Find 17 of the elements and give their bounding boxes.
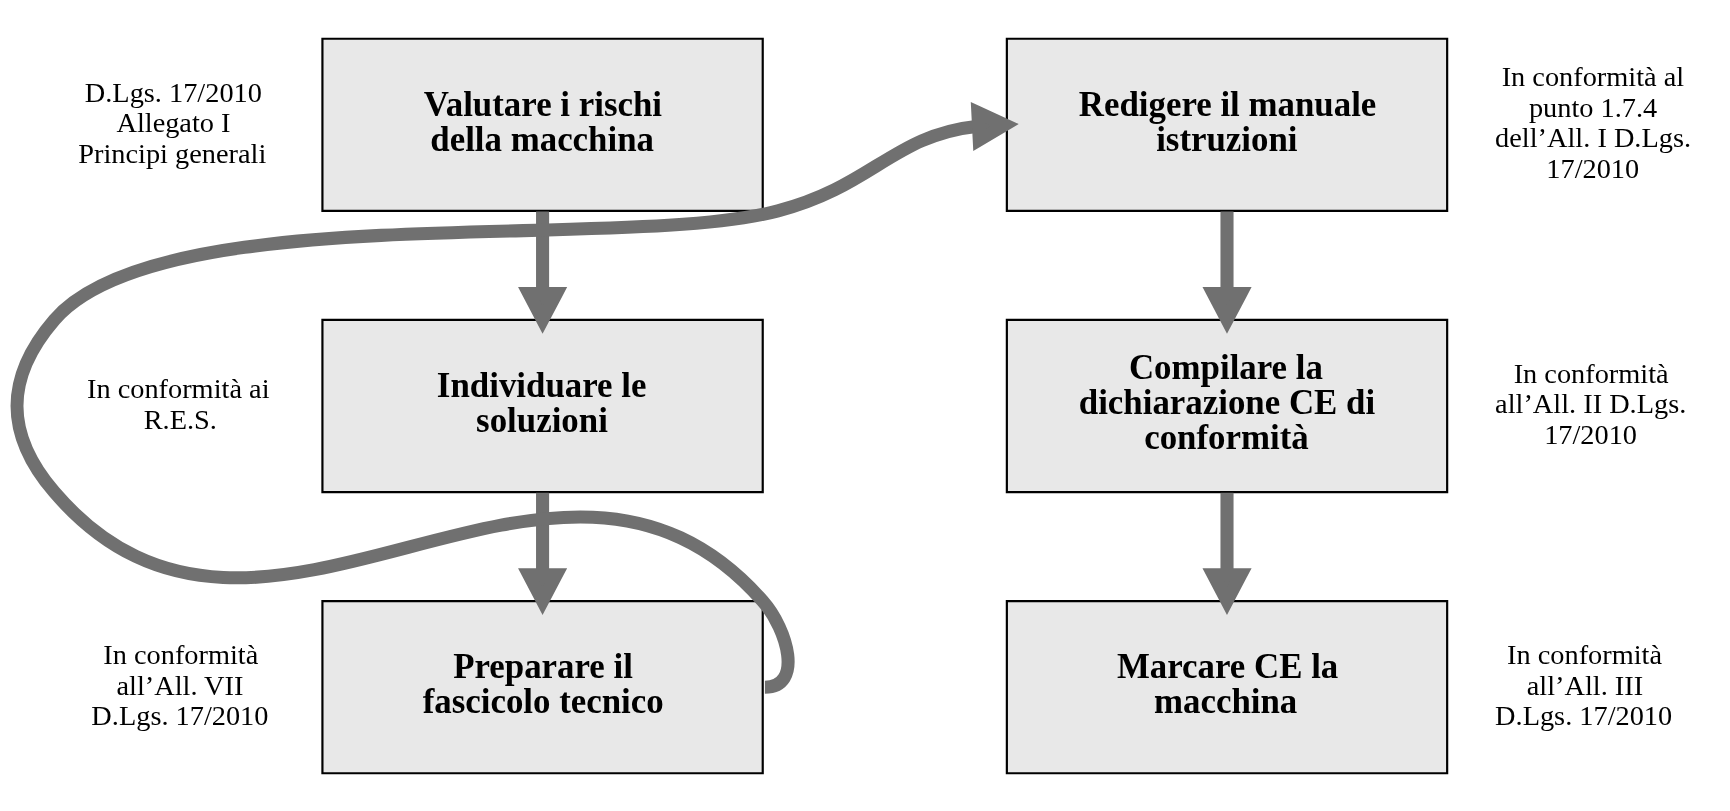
arrow	[518, 211, 568, 334]
node-label: D.Lgs. 17/2010 Allegato I Principi generali	[78, 76, 267, 169]
arrow	[1202, 211, 1252, 334]
node-box: Marcare CE la macchina	[1005, 599, 1449, 774]
node-box: Individuare le soluzioni	[321, 318, 764, 493]
node-label: In conformità ai R.E.S.	[87, 372, 270, 435]
arrow	[1202, 492, 1252, 615]
node-label: In conformità all’All. III D.Lgs. 17/2010	[1495, 638, 1673, 731]
arrow	[518, 492, 568, 615]
node-label: In conformità all’All. VII D.Lgs. 17/2010	[91, 638, 269, 731]
node-box: Redigere il manuale istruzioni	[1005, 37, 1449, 212]
node-box: Preparare il fascicolo tecnico	[321, 599, 764, 774]
node-label: In conformità all’All. II D.Lgs. 17/2010	[1495, 357, 1687, 450]
node-label: In conformità al punto 1.7.4 dell’All. I D.Lgs. 17/2010	[1495, 60, 1692, 184]
node-box: Valutare i rischi della macchina	[321, 37, 764, 212]
node-box: Compilare la dichiarazione CE di conformità	[1005, 318, 1449, 493]
arrow	[11, 101, 1019, 693]
